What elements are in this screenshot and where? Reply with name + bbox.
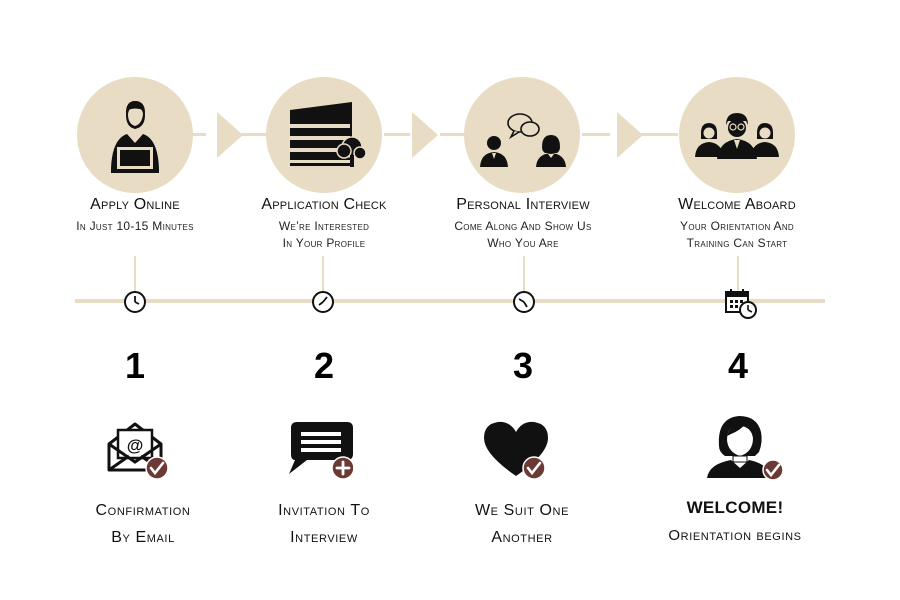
step-circle-welcome-aboard: [679, 77, 795, 193]
clock-icon: [124, 291, 146, 313]
chevron-right-icon: [412, 112, 438, 158]
email-icon: @: [107, 422, 169, 480]
step-title: Application Check: [261, 196, 387, 213]
timeline-tick: [134, 256, 136, 292]
step-subtitle: In Just 10-15 Minutes: [25, 218, 245, 235]
calendar-clock-icon: [725, 289, 757, 319]
subtitle-line: We’re Interested: [278, 219, 370, 233]
timeline-tick: [322, 256, 324, 292]
clock-icon: [513, 291, 535, 313]
label-line: By Email: [111, 529, 175, 546]
step-subtitle: We’re Interested In Your Profile: [214, 218, 434, 252]
clock-icon: [312, 291, 334, 313]
step-number: 2: [313, 345, 335, 386]
chevron-right-icon: [217, 112, 243, 158]
team-group-icon: [695, 113, 779, 159]
milestone-label: Confirmation By Email: [33, 497, 253, 551]
step-circle-apply-online: [77, 77, 193, 193]
subtitle-line: In Just 10-15 Minutes: [76, 219, 194, 233]
timeline-line: [75, 299, 825, 303]
plus-badge-icon: [331, 456, 353, 480]
chat-bubble-icon: [289, 422, 353, 480]
milestone-label: Invitation To Interview: [214, 497, 434, 551]
step-title: Apply Online: [90, 196, 180, 213]
subtitle-line: In Your Profile: [282, 236, 366, 250]
heart-icon: [484, 421, 548, 480]
woman-avatar-icon: [707, 416, 784, 480]
connector-line: [242, 133, 266, 136]
label-line: Confirmation: [95, 502, 191, 519]
checkmark-badge-icon: [522, 456, 546, 480]
checkmark-badge-icon: [145, 456, 169, 480]
step-number: 1: [124, 345, 146, 386]
connector-line: [640, 133, 678, 136]
welcome-subtitle: Orientation begins: [668, 527, 802, 544]
timeline-tick: [737, 256, 739, 292]
person-laptop-icon: [111, 101, 159, 173]
subtitle-line: Your Orientation And: [680, 219, 794, 233]
label-line: We Suit One: [474, 502, 570, 519]
checkmark-badge-icon: [762, 459, 784, 480]
document-tree-icon: [290, 102, 367, 167]
step-number: 3: [512, 345, 534, 386]
step-title: Welcome Aboard: [678, 196, 796, 213]
interview-people-icon: [480, 113, 566, 167]
label-line: Interview: [290, 529, 358, 546]
step-circle-personal-interview: [464, 77, 580, 193]
step-number: 4: [727, 345, 749, 386]
connector-line: [440, 133, 464, 136]
label-line: Another: [491, 529, 553, 546]
step-circle-application-check: [266, 77, 382, 193]
connector-line: [384, 133, 410, 136]
connector-line: [582, 133, 610, 136]
subtitle-line: Who You Are: [487, 236, 559, 250]
subtitle-line: Training Can Start: [686, 236, 788, 250]
label-line: Invitation To: [278, 502, 370, 519]
step-subtitle: Come Along And Show Us Who You Are: [413, 218, 633, 252]
svg-text:@: @: [127, 436, 144, 455]
subtitle-line: Come Along And Show Us: [454, 219, 592, 233]
milestone-label: We Suit One Another: [412, 497, 632, 551]
step-title: Personal Interview: [456, 196, 590, 213]
welcome-title: WELCOME!: [686, 498, 784, 517]
connector-line: [192, 133, 206, 136]
timeline-tick: [523, 256, 525, 292]
chevron-right-icon: [617, 112, 643, 158]
step-subtitle: Your Orientation And Training Can Start: [627, 218, 847, 252]
